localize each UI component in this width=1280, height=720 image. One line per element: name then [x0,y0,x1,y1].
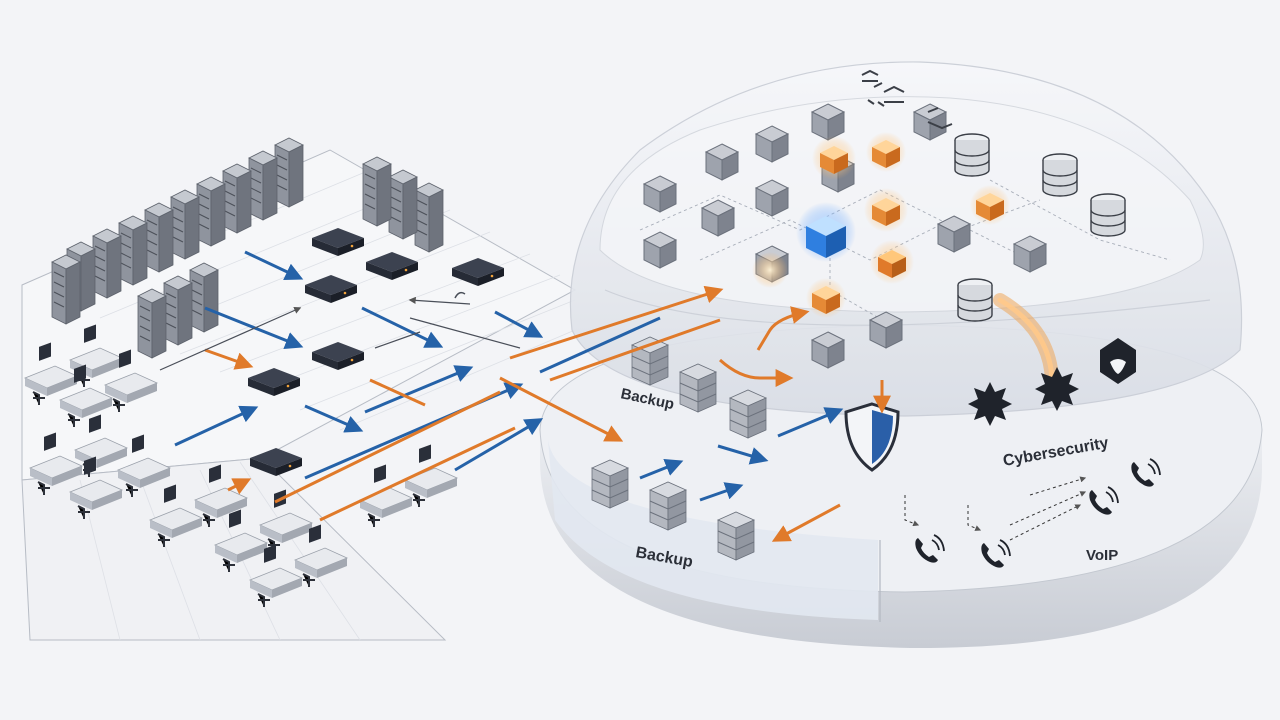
cloud-glyph-icons [861,69,953,130]
cyber-glow-stream [993,293,1059,387]
return-flows [159,291,521,371]
shield-icon [844,402,900,472]
voip-signal-arrows [904,476,1087,541]
security-badge-icon [968,338,1136,426]
blue-data-flows [174,250,844,502]
voip-label: VoIP [1086,547,1118,564]
backup-panel-lower [548,440,878,620]
orange-data-flows [204,285,891,542]
glowing-nodes [752,132,1010,318]
